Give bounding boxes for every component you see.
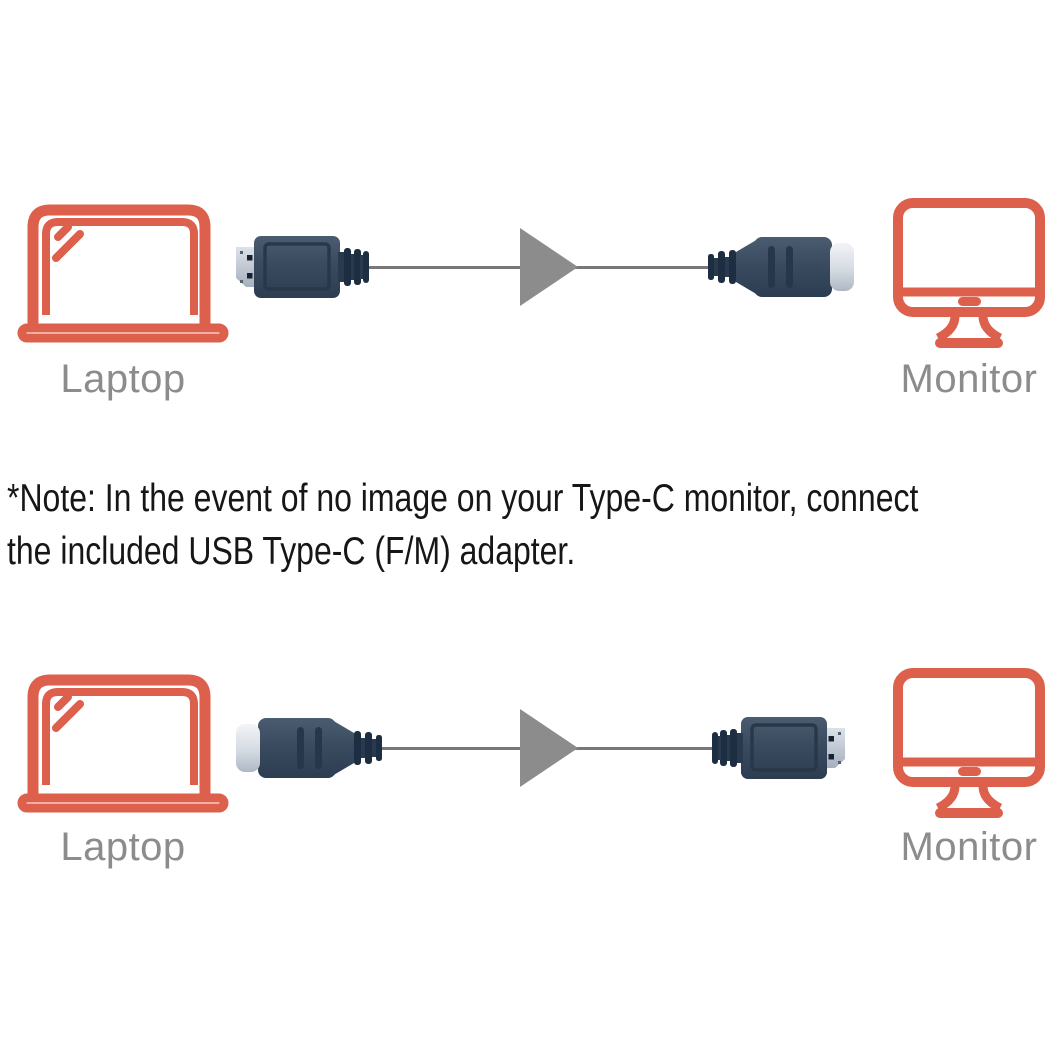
note-line-1: *Note: In the event of no image on your …	[7, 477, 919, 520]
laptop-label: Laptop	[60, 825, 186, 869]
usb-c-connector-icon	[236, 718, 382, 778]
usb-c-connector-icon	[708, 237, 854, 297]
monitor-icon	[891, 197, 1047, 349]
displayport-connector-icon	[234, 236, 370, 298]
laptop-icon	[12, 671, 234, 813]
monitor-label: Monitor	[900, 357, 1038, 401]
note-text: *Note: In the event of no image on your …	[7, 472, 918, 578]
monitor-icon	[891, 667, 1047, 819]
laptop-label: Laptop	[60, 357, 186, 401]
monitor-label: Monitor	[900, 825, 1038, 869]
note-line-2: the included USB Type-C (F/M) adapter.	[7, 530, 576, 573]
flow-arrow-icon	[520, 228, 578, 306]
displayport-connector-icon	[711, 717, 847, 779]
laptop-icon	[12, 201, 234, 343]
flow-arrow-icon	[520, 709, 578, 787]
